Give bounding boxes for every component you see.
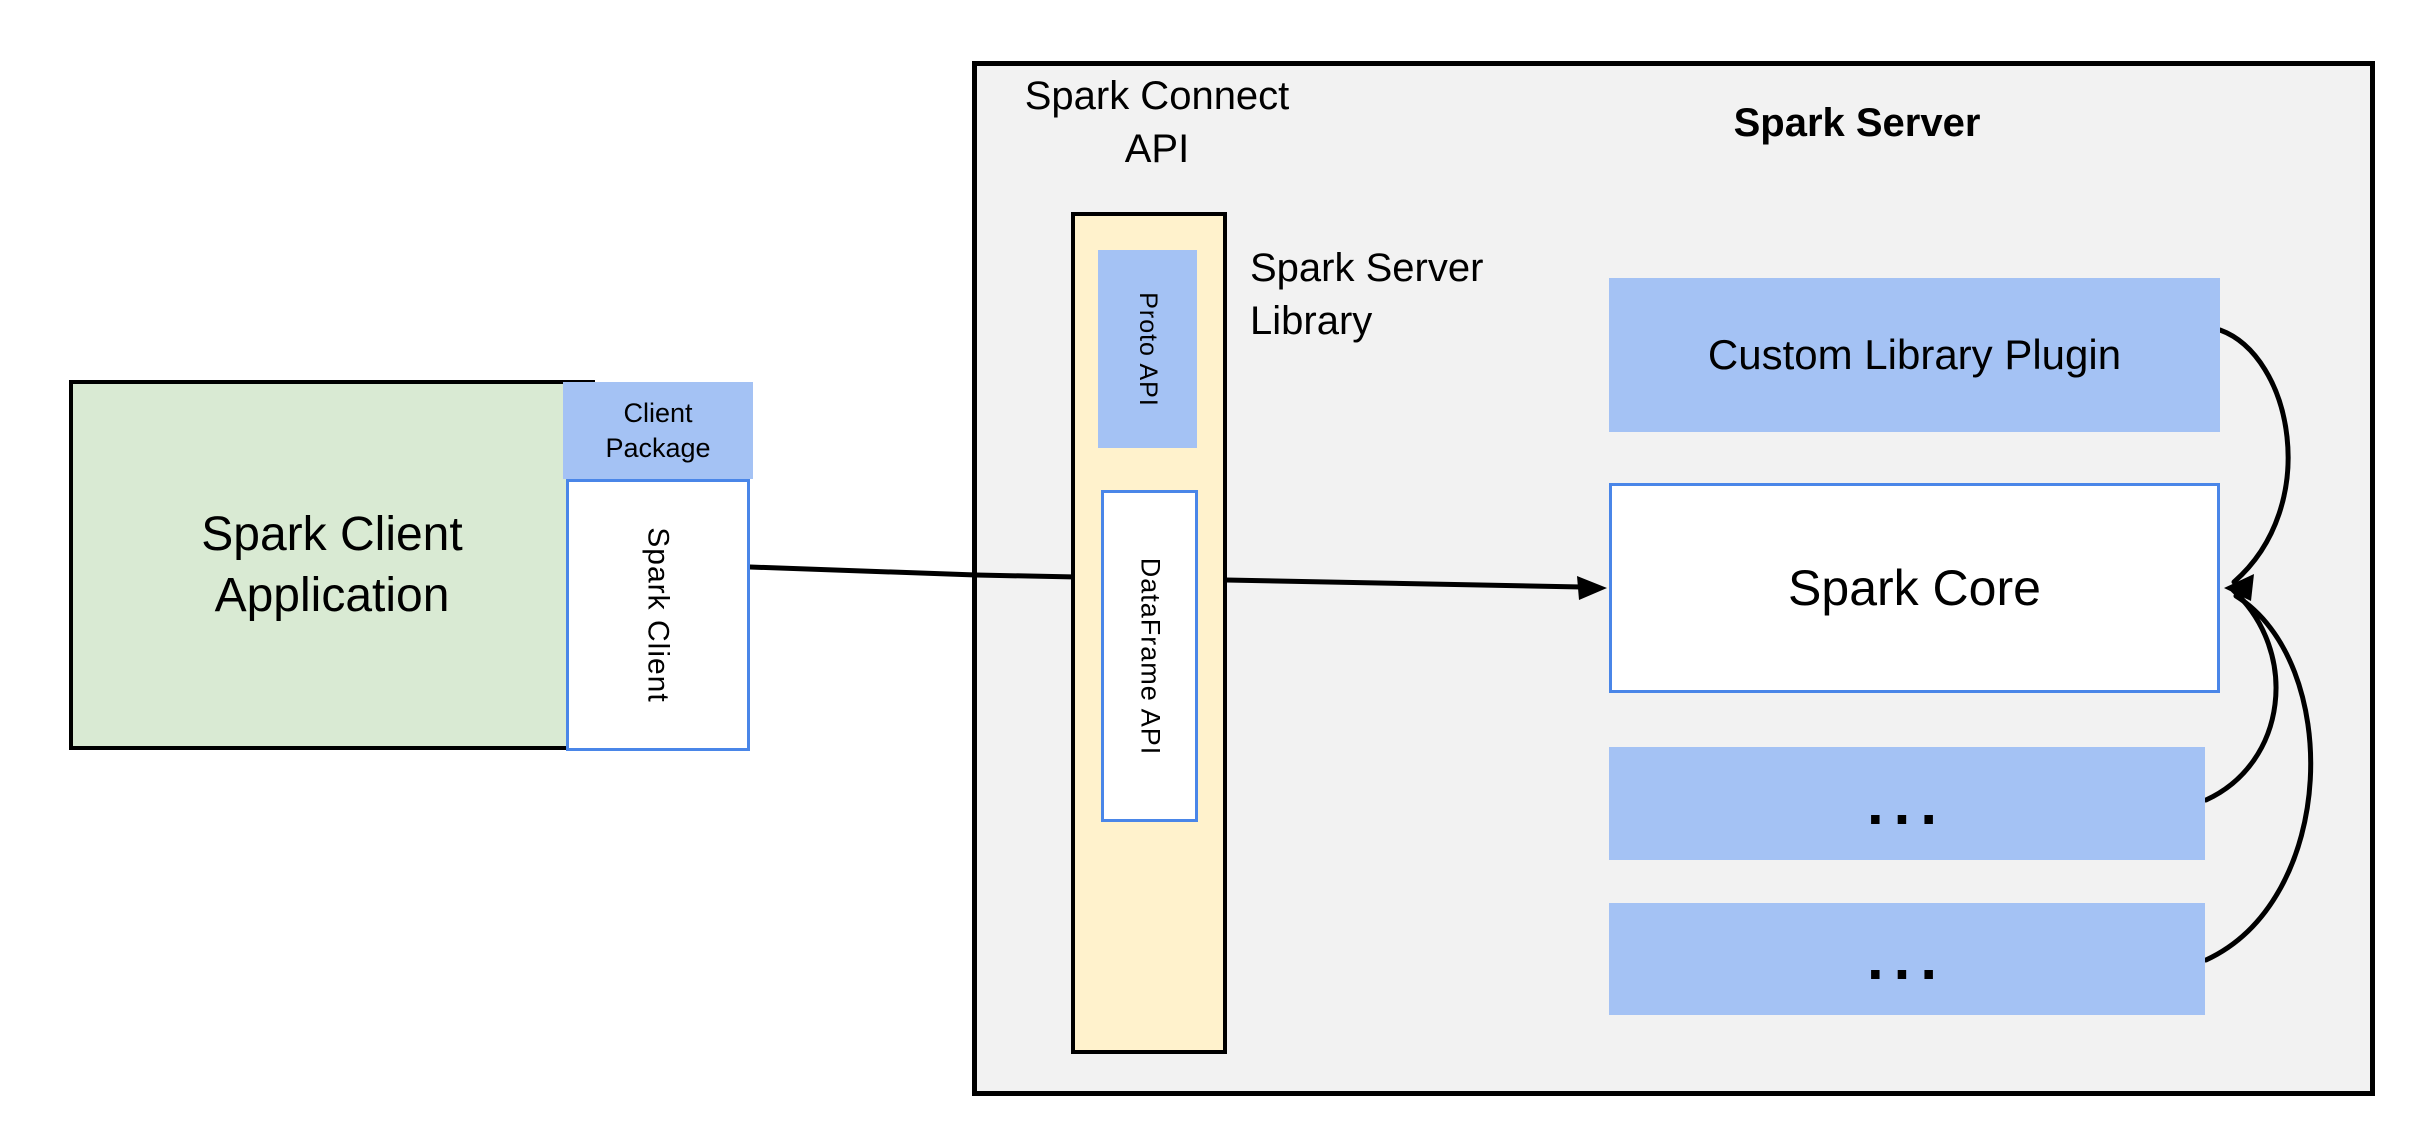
proto-api-label: Proto API — [1134, 291, 1162, 407]
spark-client-application-label: Spark Client Application — [201, 508, 463, 622]
spark-server-title: Spark Server — [1733, 101, 1981, 145]
spark-connect-api-label: Spark Connect API — [1024, 74, 1290, 171]
dataframe-api-label: DataFrame API — [1135, 557, 1166, 755]
ellipsis-label: ... — [1866, 769, 1947, 837]
dataframe-api-box: DataFrame API — [1101, 490, 1198, 822]
custom-library-plugin-box: Custom Library Plugin — [1609, 278, 2220, 432]
client-package-label: Client Package — [605, 397, 711, 463]
proto-api-box: Proto API — [1098, 250, 1197, 448]
spark-client-application-box: Spark Client Application — [69, 380, 595, 750]
ellipsis-label: ... — [1866, 925, 1947, 992]
spark-client-box: Spark Client — [566, 479, 750, 751]
spark-client-label: Spark Client — [642, 527, 675, 703]
custom-library-plugin-label: Custom Library Plugin — [1707, 331, 2122, 378]
client-package-box: Client Package — [563, 382, 753, 479]
plugin-placeholder-box-1: ... — [1609, 747, 2205, 860]
spark-server-library-label: Spark Server Library — [1250, 246, 1484, 343]
spark-core-box: Spark Core — [1609, 483, 2220, 693]
plugin-placeholder-box-2: ... — [1609, 903, 2205, 1015]
spark-core-label: Spark Core — [1788, 560, 2041, 616]
